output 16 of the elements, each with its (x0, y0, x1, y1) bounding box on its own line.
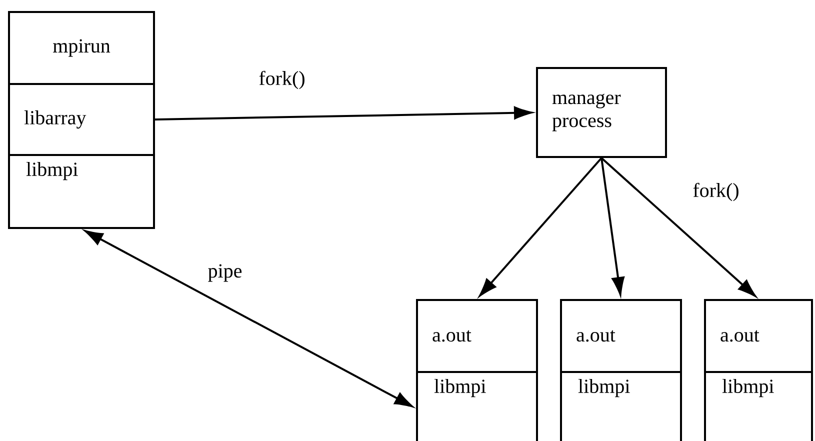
stack-cell: libmpi (704, 370, 813, 441)
stack-cell: a.out (560, 298, 682, 373)
edge-label: fork() (258, 70, 306, 90)
process-box: manager process (536, 67, 667, 158)
arrow (600, 157, 756, 297)
stack-cell: libmpi (560, 370, 682, 441)
stack-cell: libmpi (416, 370, 538, 441)
stack-cell: libarray (8, 83, 155, 156)
stack-cell: mpirun (8, 11, 155, 85)
stack-cell: libmpi (8, 154, 155, 229)
stack-cell: a.out (416, 298, 538, 373)
edge-label: pipe (206, 263, 244, 283)
edge-label: fork() (692, 182, 740, 202)
arrow (479, 157, 602, 296)
arrow (84, 230, 413, 408)
stack-cell: a.out (704, 298, 813, 373)
